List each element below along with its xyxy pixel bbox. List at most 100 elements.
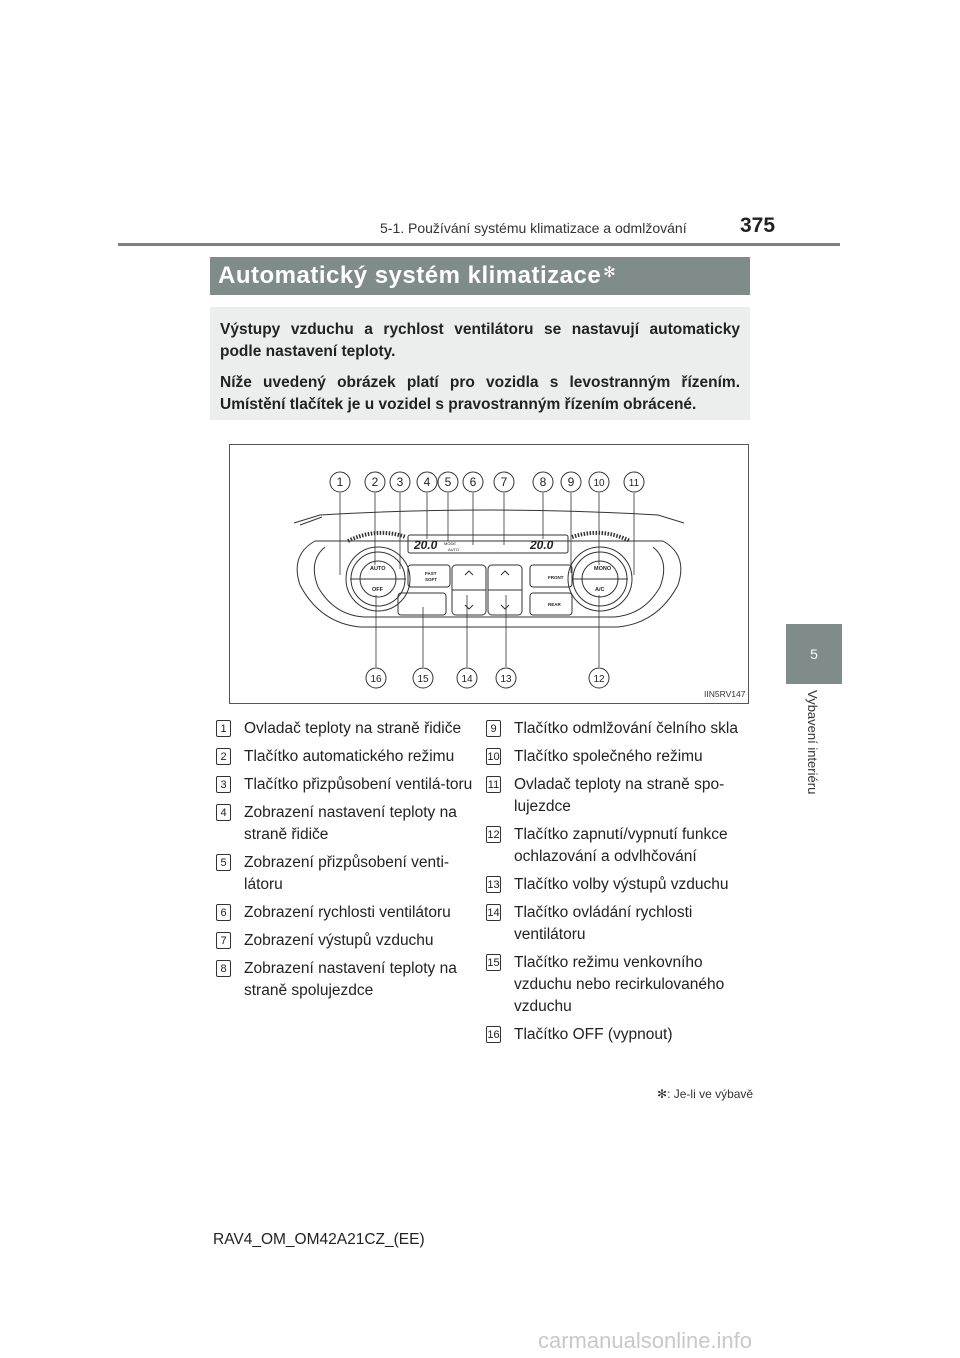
legend-number: 14 [486, 904, 501, 921]
legend-number: 6 [216, 904, 231, 921]
callout-6: 6 [462, 471, 484, 493]
legend-text: Zobrazení nastavení teploty na straně ři… [244, 804, 457, 843]
legend-item-2: 2 Tlačítko automatického režimu [214, 746, 480, 768]
panel-front-label: FRONT [548, 575, 564, 580]
section-title-bar: Automatický systém klimatizace✻ [210, 257, 750, 295]
callout-10: 10 [588, 471, 610, 493]
page-number: 375 [740, 214, 776, 237]
legend-item-1: 1 Ovladač teploty na straně řidiče [214, 718, 480, 740]
panel-soft-label: SOFT [425, 577, 437, 582]
legend-number: 13 [486, 876, 501, 893]
legend-number: 11 [486, 776, 501, 793]
callout-2: 2 [364, 471, 386, 493]
legend-number: 12 [486, 826, 501, 843]
svg-text:4: 4 [424, 475, 431, 489]
svg-text:7: 7 [501, 475, 508, 489]
legend-number: 3 [216, 776, 231, 793]
svg-text:11: 11 [629, 478, 640, 489]
svg-text:2: 2 [372, 475, 379, 489]
panel-mono-label: MONO [594, 566, 612, 572]
display-left-temp: 20.0 [413, 538, 438, 552]
svg-text:9: 9 [568, 475, 575, 489]
legend-number: 9 [486, 720, 501, 737]
legend-text: Tlačítko přizpůsobení ventilá-toru [244, 776, 473, 793]
legend-text: Zobrazení přizpůsobení venti-látoru [244, 854, 450, 893]
footnote-mark: ✻ [657, 1087, 668, 1101]
legend-item-12: 12 Tlačítko zapnutí/vypnutí funkce ochlaz… [484, 824, 750, 868]
legend-item-7: 7 Zobrazení výstupů vzduchu [214, 930, 480, 952]
svg-text:12: 12 [593, 674, 605, 685]
legend-text: Tlačítko automatického režimu [244, 748, 455, 765]
legend-number: 8 [216, 960, 231, 977]
chapter-number: 5 [810, 646, 818, 662]
callout-11: 11 [623, 471, 645, 493]
header-section-title: 5-1. Používání systému klimatizace a odm… [380, 220, 687, 236]
callout-7: 7 [493, 471, 515, 493]
callout-12: 12 [588, 667, 610, 689]
callout-4: 4 [416, 471, 438, 493]
legend-text: Tlačítko režimu venkovního vzduchu nebo … [514, 954, 725, 1015]
legend-number: 10 [486, 748, 501, 765]
legend-text: Tlačítko volby výstupů vzduchu [514, 876, 729, 893]
legend-text: Tlačítko ovládání rychlosti ventilátoru [514, 904, 693, 943]
callout-3: 3 [389, 471, 411, 493]
legend-number: 1 [216, 720, 231, 737]
panel-rear-label: REAR [548, 602, 562, 607]
svg-text:8: 8 [540, 475, 547, 489]
callout-1: 1 [329, 471, 351, 493]
legend-number: 4 [216, 804, 231, 821]
legend-item-11: 11 Ovladač teploty na straně spo-lujezdce [484, 774, 750, 818]
svg-text:10: 10 [593, 478, 605, 489]
svg-text:5: 5 [445, 475, 452, 489]
display-auto-label: AUTO [448, 547, 459, 552]
callout-16: 16 [365, 667, 387, 689]
legend-number: 7 [216, 932, 231, 949]
legend-item-13: 13 Tlačítko volby výstupů vzduchu [484, 874, 750, 896]
intro-paragraph-1: Výstupy vzduchu a rychlost ventilátoru s… [220, 321, 740, 360]
svg-text:3: 3 [397, 475, 404, 489]
callout-9: 9 [560, 471, 582, 493]
callout-8: 8 [532, 471, 554, 493]
footnote-text: : Je-li ve výbavě [667, 1087, 754, 1101]
svg-text:14: 14 [461, 674, 473, 685]
display-mode-label: MODE [444, 541, 456, 546]
footnote: ✻: Je-li ve výbavě [657, 1087, 753, 1101]
callout-13: 13 [495, 667, 517, 689]
legend-item-14: 14 Tlačítko ovládání rychlosti ventilátor… [484, 902, 750, 946]
legend-number: 15 [486, 954, 501, 971]
legend-text: Ovladač teploty na straně spo-lujezdce [514, 776, 725, 815]
legend-text: Ovladač teploty na straně řidiče [244, 720, 462, 737]
climate-control-panel-illustration: 20.0 20.0 MODE AUTO AUTO OFF FAST SOFT F… [293, 471, 685, 689]
callout-15: 15 [412, 667, 434, 689]
panel-fast-label: FAST [425, 571, 437, 576]
callout-5: 5 [437, 471, 459, 493]
legend-item-10: 10 Tlačítko společného režimu [484, 746, 750, 768]
svg-text:16: 16 [370, 674, 382, 685]
intro-paragraph-2: Níže uvedený obrázek platí pro vozidla s… [220, 374, 740, 413]
legend-text: Tlačítko zapnutí/vypnutí funkce ochlazov… [514, 826, 728, 865]
legend-text: Zobrazení výstupů vzduchu [244, 932, 434, 949]
callout-14: 14 [456, 667, 478, 689]
panel-auto-label: AUTO [370, 566, 386, 572]
legend-item-8: 8 Zobrazení nastavení teploty na straně s… [214, 958, 480, 1002]
legend-item-4: 4 Zobrazení nastavení teploty na straně ř… [214, 802, 480, 846]
panel-ac-label: A/C [595, 587, 605, 593]
legend-text: Zobrazení nastavení teploty na straně sp… [244, 960, 457, 999]
display-right-temp: 20.0 [529, 538, 554, 552]
legend-number: 2 [216, 748, 231, 765]
legend-text: Tlačítko společného režimu [514, 748, 703, 765]
legend-text: Tlačítko odmlžování čelního skla [514, 720, 738, 737]
document-code: RAV4_OM_OM42A21CZ_(EE) [213, 1231, 425, 1248]
figure-frame: 20.0 20.0 MODE AUTO AUTO OFF FAST SOFT F… [229, 444, 749, 704]
optional-equipment-mark: ✻ [603, 264, 617, 281]
figure-code: IIN5RV147 [704, 689, 746, 699]
watermark: carmanualsonline.info [538, 1328, 753, 1353]
intro-box: Výstupy vzduchu a rychlost ventilátoru s… [210, 307, 750, 420]
chapter-tab: 5 [786, 624, 842, 684]
panel-off-label: OFF [372, 587, 384, 593]
